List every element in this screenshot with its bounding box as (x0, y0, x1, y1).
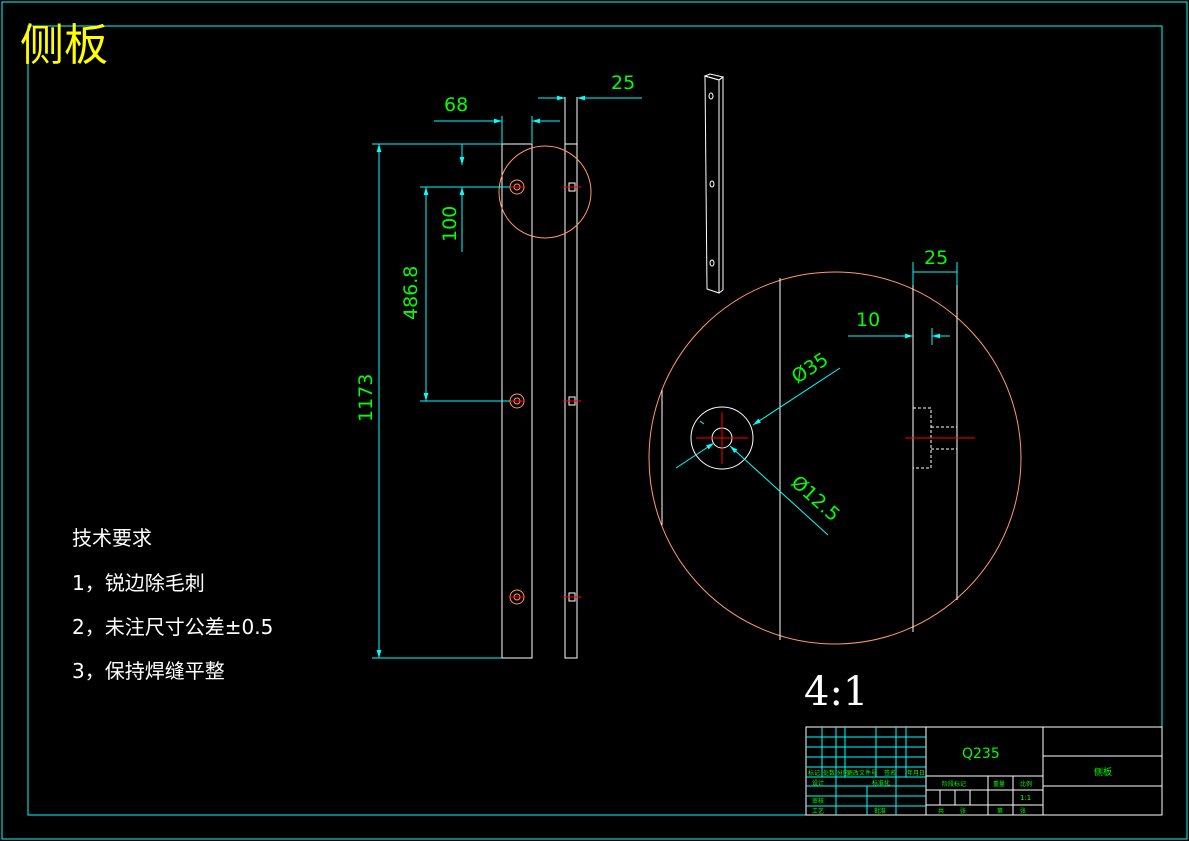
dim-25-detail: 25 (924, 247, 948, 269)
tech-notes-heading: 技术要求 (72, 526, 152, 550)
tech-note-2: 2，未注尺寸公差±0.5 (72, 615, 273, 639)
title-block (805, 726, 1163, 816)
tb-label-review: 审核 (812, 797, 824, 805)
drawing-title: 侧板 (20, 20, 108, 71)
tb-label-date: 年月日 (907, 769, 925, 777)
tb-label-stage: 阶段标记 (942, 780, 966, 788)
dim-100: 100 (439, 206, 461, 242)
tb-label-weight: 重量 (993, 780, 1005, 788)
detail-marker-circle (498, 145, 592, 239)
detail-dimensions (675, 262, 958, 536)
dim-dia35: Ø35 (788, 348, 833, 388)
tb-label-sheets-2: 张 (1020, 807, 1026, 815)
detail-scale-label: 4:1 (804, 669, 868, 715)
tb-label-change-doc: 更改文件号 (847, 769, 877, 777)
tb-label-mark: 标记 (808, 769, 820, 777)
isometric-bar (703, 73, 725, 294)
dim-dia12-5: Ø12.5 (787, 471, 844, 526)
tb-label-total: 共 (938, 807, 944, 815)
tb-label-sheet-no: 第 (997, 807, 1003, 815)
front-dimensions (372, 95, 642, 659)
material-label: Q235 (962, 746, 1000, 762)
tb-label-scale: 比例 (1020, 780, 1032, 788)
title-block-scale: 1:1 (1020, 794, 1031, 802)
tb-label-standard: 标准化 (872, 779, 890, 787)
part-name-label: 侧板 (1094, 766, 1112, 778)
dim-10: 10 (856, 309, 880, 331)
tb-label-zone: 分区 (837, 769, 849, 777)
tb-label-sheets-1: 张 (960, 807, 966, 815)
detail-view (648, 271, 1022, 645)
detail-boundary (648, 271, 1022, 645)
dim-486-8: 486.8 (400, 266, 422, 320)
plate-holes (509, 179, 525, 605)
inner-border (27, 25, 1163, 816)
tb-label-signature: 签名 (884, 769, 896, 777)
tb-label-design: 设计 (812, 779, 824, 787)
hole-dia35 (690, 406, 754, 470)
dim-68: 68 (444, 94, 468, 116)
tech-note-1: 1，锐边除毛刺 (72, 571, 205, 595)
tb-label-count: 处数 (823, 769, 835, 777)
tb-label-approve: 批准 (874, 807, 886, 815)
dim-1173: 1173 (355, 374, 377, 422)
tech-note-3: 3，保持焊缝平整 (72, 659, 225, 683)
dim-25-top: 25 (611, 72, 635, 94)
tb-label-process: 工艺 (812, 807, 824, 815)
